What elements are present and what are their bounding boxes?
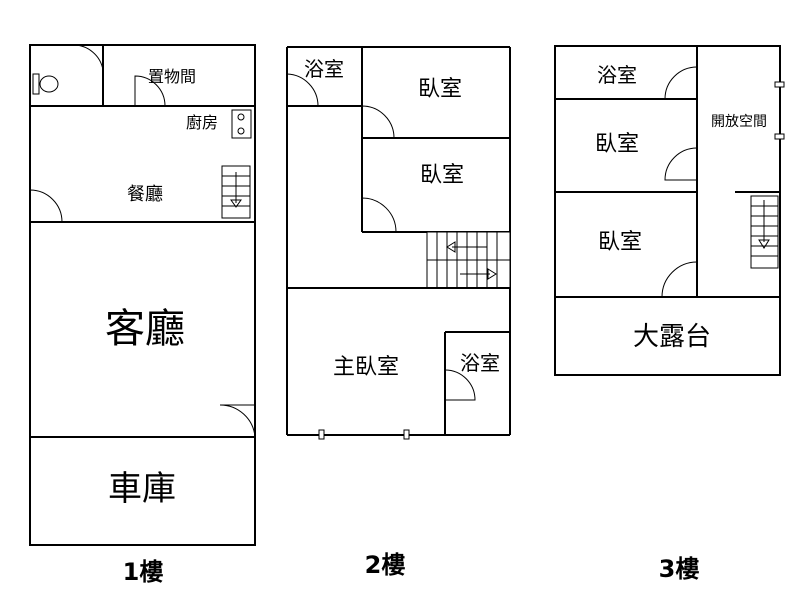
bedroom-bottom-label: 臥室 xyxy=(598,230,642,255)
floor-3-title: 3樓 xyxy=(659,555,700,583)
door-swing-icon xyxy=(661,261,698,298)
terrace-label: 大露台 xyxy=(633,322,711,352)
door-swing-icon xyxy=(664,66,698,100)
door-swing-icon xyxy=(444,369,476,401)
floor-3-outer-wall xyxy=(554,45,781,376)
bedroom-top-label: 臥室 xyxy=(418,77,462,102)
toilet-icon xyxy=(32,73,59,95)
stove-icon xyxy=(231,109,252,139)
window-marker xyxy=(403,429,410,440)
door-swing-icon xyxy=(361,105,395,139)
window-marker xyxy=(318,429,325,440)
living-room-label: 客廳 xyxy=(105,306,185,352)
bathroom-bottom-label: 浴室 xyxy=(460,351,500,375)
door-swing-icon xyxy=(664,147,698,181)
floor-2-title: 2樓 xyxy=(365,551,406,579)
door-swing-icon xyxy=(72,44,104,71)
staircase-icon xyxy=(426,231,511,289)
bedroom-middle-label: 臥室 xyxy=(420,163,464,188)
floor-3-plan: 浴室 開放空間 臥室 臥室 大露台 xyxy=(554,45,785,376)
door-swing-icon xyxy=(286,73,319,107)
dining-room-label: 餐廳 xyxy=(127,184,163,205)
master-bedroom-label: 主臥室 xyxy=(333,355,399,380)
floor-1-title: 1樓 xyxy=(123,558,164,586)
window-marker xyxy=(774,81,785,88)
staircase-icon xyxy=(750,195,779,269)
window-marker xyxy=(774,133,785,140)
kitchen-label: 廚房 xyxy=(186,113,218,132)
open-space-label: 開放空間 xyxy=(711,114,767,130)
door-swing-icon xyxy=(134,75,166,107)
floor-1-outer-wall xyxy=(29,44,256,546)
door-swing-icon xyxy=(219,404,256,438)
door-swing-icon xyxy=(29,189,63,223)
garage-label: 車庫 xyxy=(108,469,176,509)
storage-room-label: 置物間 xyxy=(148,67,196,86)
door-swing-icon xyxy=(361,197,397,233)
floor-1-plan: 置物間 廚房 餐廳 客廳 車庫 xyxy=(29,44,256,546)
staircase-icon xyxy=(221,165,251,219)
bathroom-label: 浴室 xyxy=(597,63,637,87)
floor-2-plan: 浴室 臥室 臥室 主臥室 浴室 xyxy=(286,46,511,440)
bathroom-top-label: 浴室 xyxy=(304,57,344,81)
bedroom-top-label: 臥室 xyxy=(595,132,639,157)
